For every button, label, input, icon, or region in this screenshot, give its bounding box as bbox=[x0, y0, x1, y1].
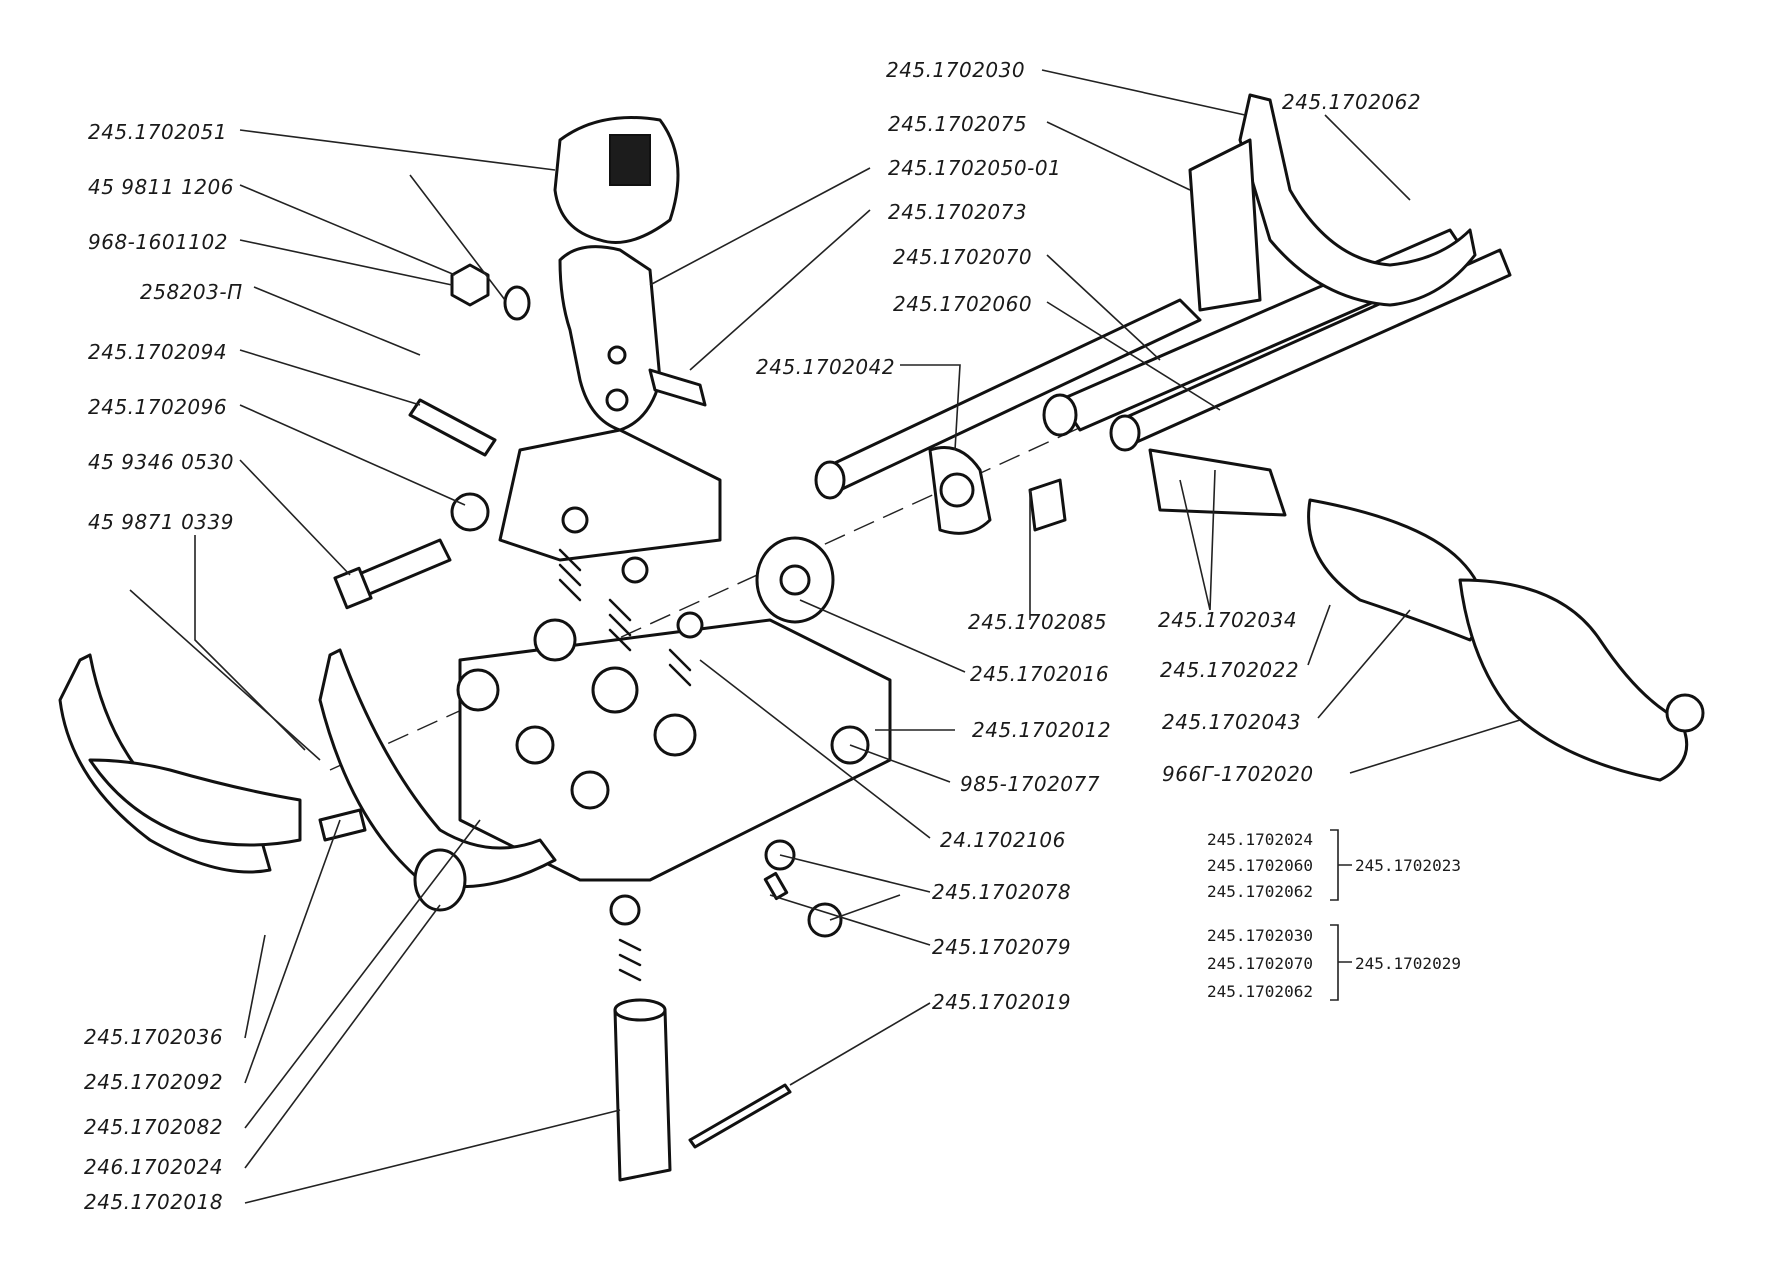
callout-245-1702034: 245.1702034 bbox=[1158, 608, 1298, 632]
callout-966g-1702020: 966Г-1702020 bbox=[1162, 762, 1314, 786]
callout-245-1702075: 245.1702075 bbox=[888, 112, 1028, 136]
callout-245-1702016: 245.1702016 bbox=[970, 662, 1110, 686]
callout-245-1702042: 245.1702042 bbox=[756, 355, 896, 379]
assembly-group-2-result: 245.1702029 bbox=[1355, 954, 1461, 973]
callout-245-1702036: 245.1702036 bbox=[84, 1025, 224, 1049]
callout-246-1702024: 246.1702024 bbox=[84, 1155, 224, 1179]
assembly-brackets bbox=[1330, 829, 1352, 1001]
callout-968-1601102: 968-1601102 bbox=[88, 230, 228, 254]
callout-245-1702070: 245.1702070 bbox=[893, 245, 1033, 269]
assembly-group-2-item: 245.1702030 bbox=[1207, 926, 1313, 945]
callout-245-1702096: 245.1702096 bbox=[88, 395, 228, 419]
assembly-group-1-item: 245.1702024 bbox=[1207, 830, 1313, 849]
callout-245-1702050-01: 245.1702050-01 bbox=[888, 156, 1062, 180]
pins bbox=[408, 368, 792, 1149]
bushing-and-sleeve bbox=[755, 446, 992, 624]
detent-springs bbox=[558, 506, 704, 982]
right-shift-fork bbox=[1188, 93, 1477, 312]
callout-985-1702077: 985-1702077 bbox=[960, 772, 1100, 796]
callout-245-1702022: 245.1702022 bbox=[1160, 658, 1300, 682]
callout-245-1702094: 245.1702094 bbox=[88, 340, 228, 364]
callout-245-1702051: 245.1702051 bbox=[88, 120, 228, 144]
assembly-group-1-item: 245.1702062 bbox=[1207, 882, 1313, 901]
callout-245-1702060: 245.1702060 bbox=[893, 292, 1033, 316]
assembly-group-1-result: 245.1702023 bbox=[1355, 856, 1461, 875]
callout-245-1702043: 245.1702043 bbox=[1162, 710, 1302, 734]
leader-lines bbox=[129, 69, 1521, 1204]
callout-245-1702030: 245.1702030 bbox=[886, 58, 1026, 82]
lever-arm bbox=[553, 116, 680, 432]
callout-245-1702018: 245.1702018 bbox=[84, 1190, 224, 1214]
callout-245-1702082: 245.1702082 bbox=[84, 1115, 224, 1139]
callout-245-1702012: 245.1702012 bbox=[972, 718, 1112, 742]
nut-and-washer bbox=[450, 263, 531, 532]
vertical-pin bbox=[613, 998, 672, 1182]
callout-245-1702078: 245.1702078 bbox=[932, 880, 1072, 904]
assembly-group-2-item: 245.1702062 bbox=[1207, 982, 1313, 1001]
callout-45-9346-0530: 45 9346 0530 bbox=[88, 450, 234, 474]
callout-245-1702085: 245.1702085 bbox=[968, 610, 1108, 634]
callout-45-9871-0339: 45 9871 0339 bbox=[88, 510, 234, 534]
callout-245-1702062-top: 245.1702062 bbox=[1282, 90, 1422, 114]
assembly-group-1-item: 245.1702060 bbox=[1207, 856, 1313, 875]
assembly-group-2-item: 245.1702070 bbox=[1207, 954, 1313, 973]
shift-housing bbox=[456, 428, 892, 882]
callout-245-1702073: 245.1702073 bbox=[888, 200, 1028, 224]
callout-258203-p: 258203-П bbox=[140, 280, 243, 304]
left-shift-forks bbox=[58, 648, 557, 912]
callout-24-1702106: 24.1702106 bbox=[940, 828, 1066, 852]
callout-245-1702092: 245.1702092 bbox=[84, 1070, 224, 1094]
callout-45-9811-1206: 45 9811 1206 bbox=[88, 175, 234, 199]
small-fasteners bbox=[318, 478, 1067, 938]
callout-245-1702019: 245.1702019 bbox=[932, 990, 1072, 1014]
callout-245-1702079: 245.1702079 bbox=[932, 935, 1072, 959]
bolt bbox=[333, 538, 452, 610]
